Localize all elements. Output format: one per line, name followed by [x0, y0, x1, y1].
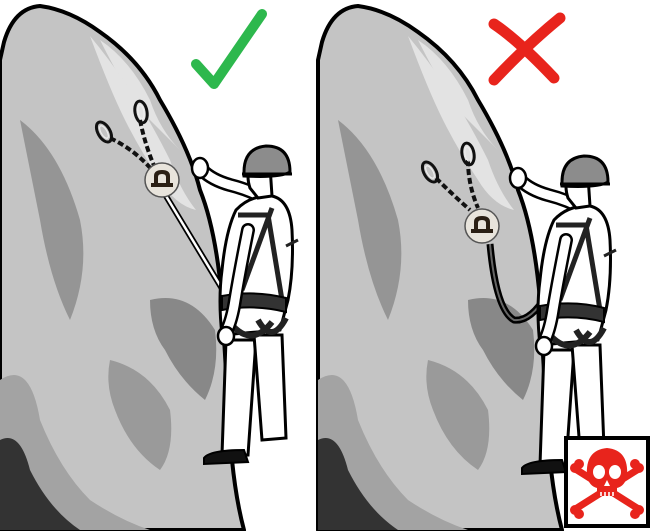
anchor-chain: [434, 176, 472, 212]
rock-face: [316, 4, 564, 531]
check-mark-icon: [191, 9, 267, 89]
cross-mark-icon: [488, 12, 566, 86]
panel-correct: [0, 4, 298, 531]
panel-incorrect: [316, 4, 616, 531]
rope-clamp-device-icon: [144, 162, 180, 198]
rope-clamp-device-icon: [464, 208, 500, 244]
skull-crossbones-icon: [570, 448, 644, 519]
warning-box: [564, 436, 650, 528]
anchor-chain: [109, 136, 154, 172]
